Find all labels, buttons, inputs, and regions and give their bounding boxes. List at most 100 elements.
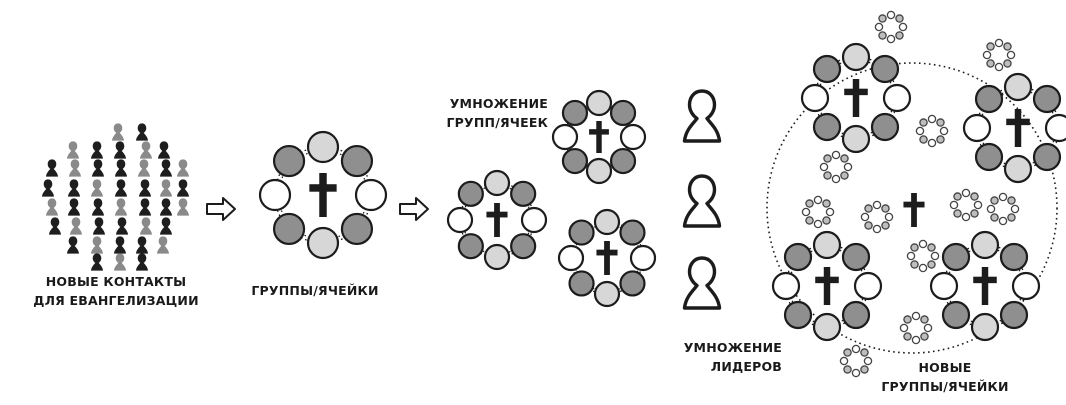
person-icon [66, 141, 80, 159]
member-circle [340, 212, 374, 246]
person-icon [91, 159, 105, 177]
member-circle [561, 147, 589, 175]
member-circle [483, 243, 511, 271]
member-circle [974, 142, 1004, 172]
small-group [819, 150, 853, 184]
small-group [899, 311, 933, 345]
person-icon [159, 179, 173, 197]
new-contacts-cluster [41, 123, 190, 271]
label-line: ГРУППЫ/ЯЧЕЙКИ [251, 283, 379, 298]
person-icon [45, 198, 59, 216]
cross-icon [1006, 109, 1030, 147]
member-circle [306, 130, 340, 164]
member-circle [483, 169, 511, 197]
member-circle [841, 42, 871, 72]
person-icon [114, 198, 128, 216]
arrow-icon [399, 197, 429, 221]
arrow-icon [206, 197, 236, 221]
person-icon [138, 198, 152, 216]
member-circle [853, 271, 883, 301]
label-line: УМНОЖЕНИЕ [449, 96, 548, 111]
member-circle [557, 244, 585, 272]
person-icon [111, 123, 125, 141]
person-icon [115, 217, 129, 235]
label-line: НОВЫЕ [918, 360, 972, 375]
member-circle [962, 113, 992, 143]
small-group [915, 114, 949, 148]
person-icon [159, 159, 173, 177]
member-circle [446, 206, 474, 234]
member-circle [783, 242, 813, 272]
member-circle [306, 226, 340, 260]
cross-icon [815, 267, 839, 305]
member-circle [999, 300, 1029, 330]
label-line: НОВЫЕ КОНТАКТЫ [45, 274, 187, 289]
cell-group [258, 130, 388, 260]
member-circle [561, 99, 589, 127]
cell-group [929, 230, 1041, 342]
cell-group [551, 89, 647, 185]
member-circle [1003, 154, 1033, 184]
member-circle [812, 230, 842, 260]
member-circle [974, 84, 1004, 114]
member-circle [870, 112, 900, 142]
small-group [982, 38, 1016, 72]
member-circle [800, 83, 830, 113]
member-circle [510, 233, 537, 260]
member-circle [593, 280, 621, 308]
member-circle [551, 123, 579, 151]
leader-icon [682, 174, 722, 228]
member-circle [272, 212, 306, 246]
member-circle [812, 112, 842, 142]
member-circle [585, 157, 613, 185]
person-icon [114, 179, 128, 197]
person-icon [90, 179, 104, 197]
member-circle [520, 206, 548, 234]
cell-group [557, 208, 657, 308]
cross-icon [973, 267, 997, 305]
label-multiply-groups: УМНОЖЕНИЕ ГРУПП/ЯЧЕЕК [398, 94, 548, 132]
member-circle [619, 219, 646, 246]
label-line: ГРУПП/ЯЧЕЕК [446, 115, 548, 130]
person-icon [113, 236, 127, 254]
person-icon [139, 141, 153, 159]
member-circle [609, 99, 637, 127]
member-circle [841, 124, 871, 154]
person-icon [159, 198, 173, 216]
person-icon [67, 198, 81, 216]
member-circle [941, 242, 971, 272]
small-group [874, 10, 908, 44]
member-circle [510, 180, 537, 207]
leader-figures [682, 89, 722, 310]
label-line: ЛИДЕРОВ [710, 359, 782, 374]
member-circle [354, 178, 388, 212]
member-circle [841, 242, 871, 272]
small-group [906, 239, 940, 273]
member-circle [812, 312, 842, 342]
new-groups-network [766, 10, 1066, 378]
member-circle [1032, 84, 1062, 114]
person-icon [48, 217, 62, 235]
person-icon [156, 236, 170, 254]
label-line: ГРУППЫ/ЯЧЕЙКИ [881, 379, 1009, 394]
cross-icon [844, 79, 868, 117]
person-icon [90, 236, 104, 254]
member-circle [1003, 72, 1033, 102]
cross-icon [486, 203, 508, 237]
member-circle [941, 300, 971, 330]
person-icon [176, 179, 190, 197]
member-circle [593, 208, 621, 236]
person-icon [157, 141, 171, 159]
member-circle [457, 180, 484, 207]
cell-groups [258, 89, 657, 308]
label-groups: ГРУППЫ/ЯЧЕЙКИ [240, 281, 390, 300]
flow-arrows [206, 197, 429, 221]
leader-icon [682, 89, 722, 143]
member-circle [619, 270, 646, 297]
person-icon [45, 159, 59, 177]
member-circle [970, 230, 1000, 260]
person-icon [67, 179, 81, 197]
member-circle [1011, 271, 1041, 301]
person-icon [68, 159, 82, 177]
